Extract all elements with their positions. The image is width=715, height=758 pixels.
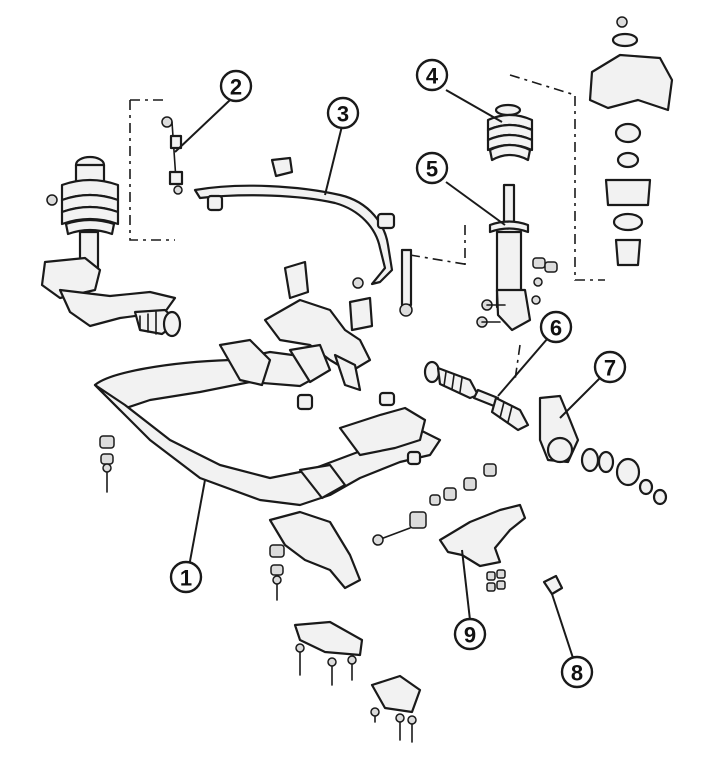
callout-3-label: 3 [337, 102, 349, 127]
shock-strut [476, 183, 558, 332]
callout-7: 7 [593, 350, 627, 384]
left-mount-hardware [99, 435, 285, 601]
callout-9: 9 [453, 617, 487, 651]
callout-4: 4 [415, 58, 449, 92]
callout-2-label: 2 [230, 75, 242, 100]
lower-reinforcement-plates [293, 620, 422, 743]
steering-knuckle-hub [538, 394, 668, 506]
upper-strut-mount [588, 16, 674, 267]
callout-7-label: 7 [604, 356, 616, 381]
callout-8: 8 [560, 655, 594, 689]
front-subframe [93, 338, 442, 590]
callout-1-label: 1 [180, 566, 192, 591]
callout-6: 6 [539, 310, 573, 344]
callout-3: 3 [326, 96, 360, 130]
drive-shaft [423, 360, 530, 432]
left-strut-assembly [40, 155, 182, 338]
leader-lines [174, 89, 601, 659]
callout-5: 5 [415, 151, 449, 185]
callout-9-label: 9 [464, 623, 476, 648]
callout-1: 1 [169, 560, 203, 594]
stabilizer-bar [193, 156, 413, 317]
callout-2: 2 [219, 69, 253, 103]
callout-4-label: 4 [426, 64, 439, 89]
stabilizer-link [161, 116, 184, 195]
ball-joint [542, 574, 564, 596]
callout-5-label: 5 [426, 157, 438, 182]
callout-6-label: 6 [550, 316, 562, 341]
coil-spring [486, 103, 534, 162]
mounting-brackets [263, 260, 374, 392]
callout-8-label: 8 [571, 661, 583, 686]
alignment-lines [129, 74, 605, 381]
lower-control-arm [372, 463, 527, 592]
